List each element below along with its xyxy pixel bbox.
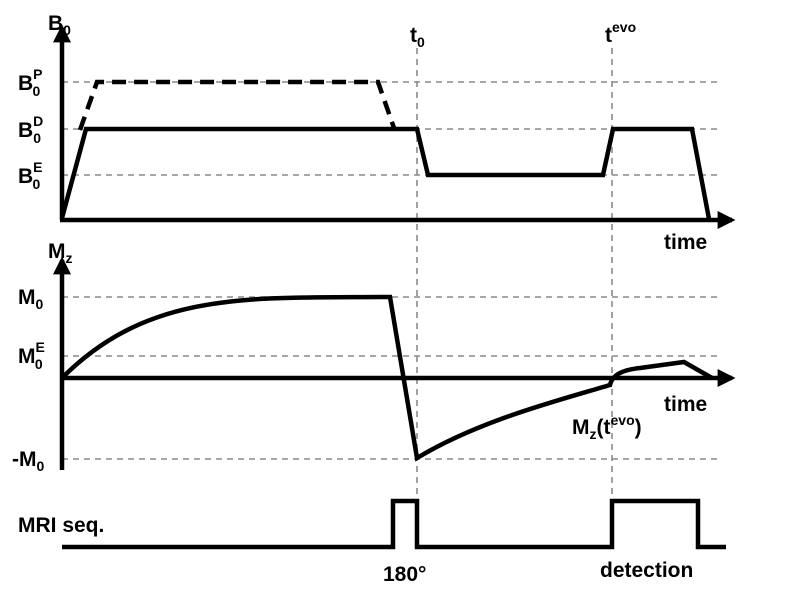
mri-sequence-timeline bbox=[62, 498, 726, 550]
b0-prepolarization-dashed-curve bbox=[77, 79, 397, 131]
guide-lines bbox=[62, 48, 718, 553]
pulse-180-label: 180° bbox=[383, 563, 426, 586]
m0-level-label: M0 bbox=[18, 286, 44, 312]
tevo-marker-label: tevo bbox=[605, 19, 636, 47]
b0-time-label: time bbox=[664, 231, 707, 254]
neg-m0-level-label: -M0 bbox=[12, 448, 45, 474]
mri-sequence-label: MRI seq. bbox=[18, 514, 104, 537]
detection-label: detection bbox=[600, 559, 693, 582]
mz-tevo-annotation: Mz(tevo) bbox=[572, 412, 642, 442]
mz-time-label: time bbox=[664, 393, 707, 416]
t0-marker-label: t0 bbox=[410, 24, 425, 50]
b0-axis-label: B0 bbox=[48, 12, 71, 38]
b0-field-curve bbox=[59, 126, 712, 220]
mz-magnetization-curve bbox=[60, 294, 714, 462]
mri-sequence-panel: MRI seq. 180° detection bbox=[18, 498, 726, 586]
mz-axis-label: Mz bbox=[48, 240, 73, 266]
